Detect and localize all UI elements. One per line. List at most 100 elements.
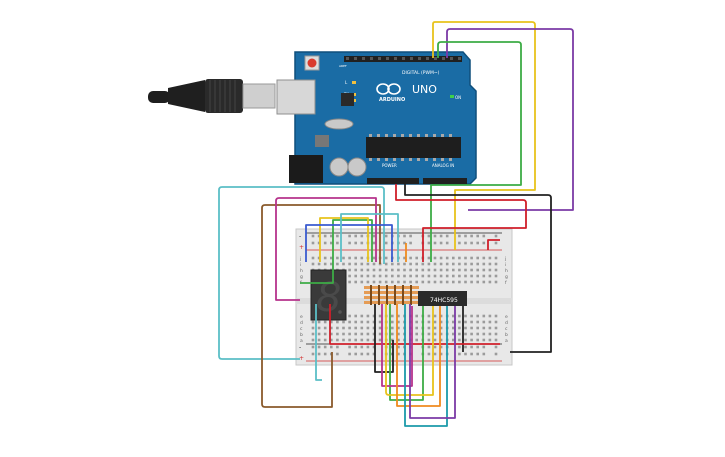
breadboard-hole[interactable] [348, 332, 351, 336]
breadboard-hole[interactable] [415, 326, 418, 330]
breadboard-hole[interactable] [378, 314, 382, 318]
breadboard-hole[interactable] [439, 241, 443, 245]
breadboard-hole[interactable] [391, 268, 394, 272]
breadboard-hole[interactable] [342, 262, 345, 266]
breadboard-hole[interactable] [439, 345, 443, 349]
breadboard-hole[interactable] [452, 314, 455, 318]
breadboard-hole[interactable] [317, 262, 321, 266]
breadboard-hole[interactable] [482, 320, 486, 324]
breadboard-hole[interactable] [458, 274, 461, 278]
breadboard-hole[interactable] [464, 241, 467, 245]
breadboard-hole[interactable] [348, 320, 351, 324]
breadboard-hole[interactable] [348, 338, 351, 342]
breadboard-hole[interactable] [372, 314, 376, 318]
breadboard-hole[interactable] [336, 262, 339, 266]
breadboard-hole[interactable] [445, 234, 449, 238]
breadboard-hole[interactable] [439, 268, 443, 272]
breadboard-hole[interactable] [458, 262, 461, 266]
breadboard-hole[interactable] [452, 326, 455, 330]
breadboard-hole[interactable] [384, 280, 388, 284]
breadboard-hole[interactable] [317, 352, 321, 356]
breadboard-hole[interactable] [427, 338, 431, 342]
breadboard-hole[interactable] [330, 241, 333, 245]
breadboard-hole[interactable] [348, 314, 351, 318]
breadboard-hole[interactable] [470, 326, 473, 330]
breadboard-hole[interactable] [372, 352, 376, 356]
breadboard-hole[interactable] [488, 338, 492, 342]
breadboard-hole[interactable] [311, 234, 315, 238]
breadboard-hole[interactable] [311, 262, 315, 266]
breadboard-hole[interactable] [372, 234, 376, 238]
breadboard-hole[interactable] [488, 274, 492, 278]
breadboard-hole[interactable] [342, 332, 345, 336]
breadboard-hole[interactable] [476, 268, 479, 272]
breadboard-hole[interactable] [488, 314, 492, 318]
breadboard-hole[interactable] [470, 262, 473, 266]
breadboard-hole[interactable] [433, 274, 437, 278]
breadboard-hole[interactable] [433, 241, 437, 245]
breadboard-hole[interactable] [311, 332, 315, 336]
breadboard-hole[interactable] [427, 268, 431, 272]
breadboard-hole[interactable] [415, 274, 418, 278]
breadboard-hole[interactable] [311, 345, 315, 349]
breadboard-hole[interactable] [336, 326, 339, 330]
breadboard-hole[interactable] [397, 326, 400, 330]
breadboard-hole[interactable] [482, 326, 486, 330]
breadboard-hole[interactable] [354, 262, 357, 266]
breadboard-hole[interactable] [458, 268, 461, 272]
breadboard-hole[interactable] [464, 352, 467, 356]
breadboard-hole[interactable] [323, 320, 327, 324]
breadboard-hole[interactable] [494, 262, 498, 266]
breadboard-hole[interactable] [458, 326, 461, 330]
breadboard-hole[interactable] [403, 256, 406, 260]
wire-red-power[interactable] [395, 184, 527, 262]
breadboard-hole[interactable] [470, 280, 473, 284]
breadboard-hole[interactable] [433, 338, 437, 342]
breadboard-hole[interactable] [458, 241, 461, 245]
wire-green-bottom[interactable] [389, 304, 424, 401]
breadboard-hole[interactable] [439, 338, 443, 342]
breadboard-hole[interactable] [445, 280, 449, 284]
breadboard-hole[interactable] [427, 274, 431, 278]
breadboard-hole[interactable] [384, 241, 388, 245]
breadboard-hole[interactable] [439, 326, 443, 330]
breadboard-hole[interactable] [409, 241, 412, 245]
breadboard-hole[interactable] [452, 280, 455, 284]
breadboard-hole[interactable] [360, 314, 364, 318]
breadboard-hole[interactable] [470, 320, 473, 324]
breadboard-hole[interactable] [452, 256, 455, 260]
breadboard-hole[interactable] [317, 256, 321, 260]
breadboard-hole[interactable] [415, 338, 418, 342]
breadboard-hole[interactable] [476, 320, 479, 324]
breadboard-hole[interactable] [354, 326, 357, 330]
breadboard-hole[interactable] [360, 352, 364, 356]
breadboard-hole[interactable] [360, 256, 364, 260]
breadboard-hole[interactable] [470, 352, 473, 356]
breadboard-hole[interactable] [360, 326, 364, 330]
wire-blue-left[interactable] [305, 224, 393, 262]
breadboard-hole[interactable] [433, 234, 437, 238]
breadboard-hole[interactable] [488, 332, 492, 336]
breadboard-hole[interactable] [384, 256, 388, 260]
breadboard-hole[interactable] [488, 326, 492, 330]
breadboard-hole[interactable] [409, 234, 412, 238]
breadboard-hole[interactable] [360, 320, 364, 324]
breadboard-hole[interactable] [403, 274, 406, 278]
breadboard-hole[interactable] [366, 268, 370, 272]
breadboard-hole[interactable] [360, 241, 364, 245]
breadboard-hole[interactable] [494, 326, 498, 330]
breadboard-hole[interactable] [494, 234, 498, 238]
breadboard-hole[interactable] [360, 234, 364, 238]
breadboard-hole[interactable] [317, 326, 321, 330]
breadboard-hole[interactable] [488, 268, 492, 272]
breadboard-hole[interactable] [464, 320, 467, 324]
breadboard-hole[interactable] [488, 262, 492, 266]
breadboard-hole[interactable] [427, 280, 431, 284]
breadboard-hole[interactable] [330, 326, 333, 330]
breadboard-hole[interactable] [464, 274, 467, 278]
breadboard-hole[interactable] [433, 332, 437, 336]
breadboard-hole[interactable] [482, 314, 486, 318]
breadboard-hole[interactable] [464, 314, 467, 318]
breadboard-hole[interactable] [397, 320, 400, 324]
breadboard-hole[interactable] [409, 268, 412, 272]
